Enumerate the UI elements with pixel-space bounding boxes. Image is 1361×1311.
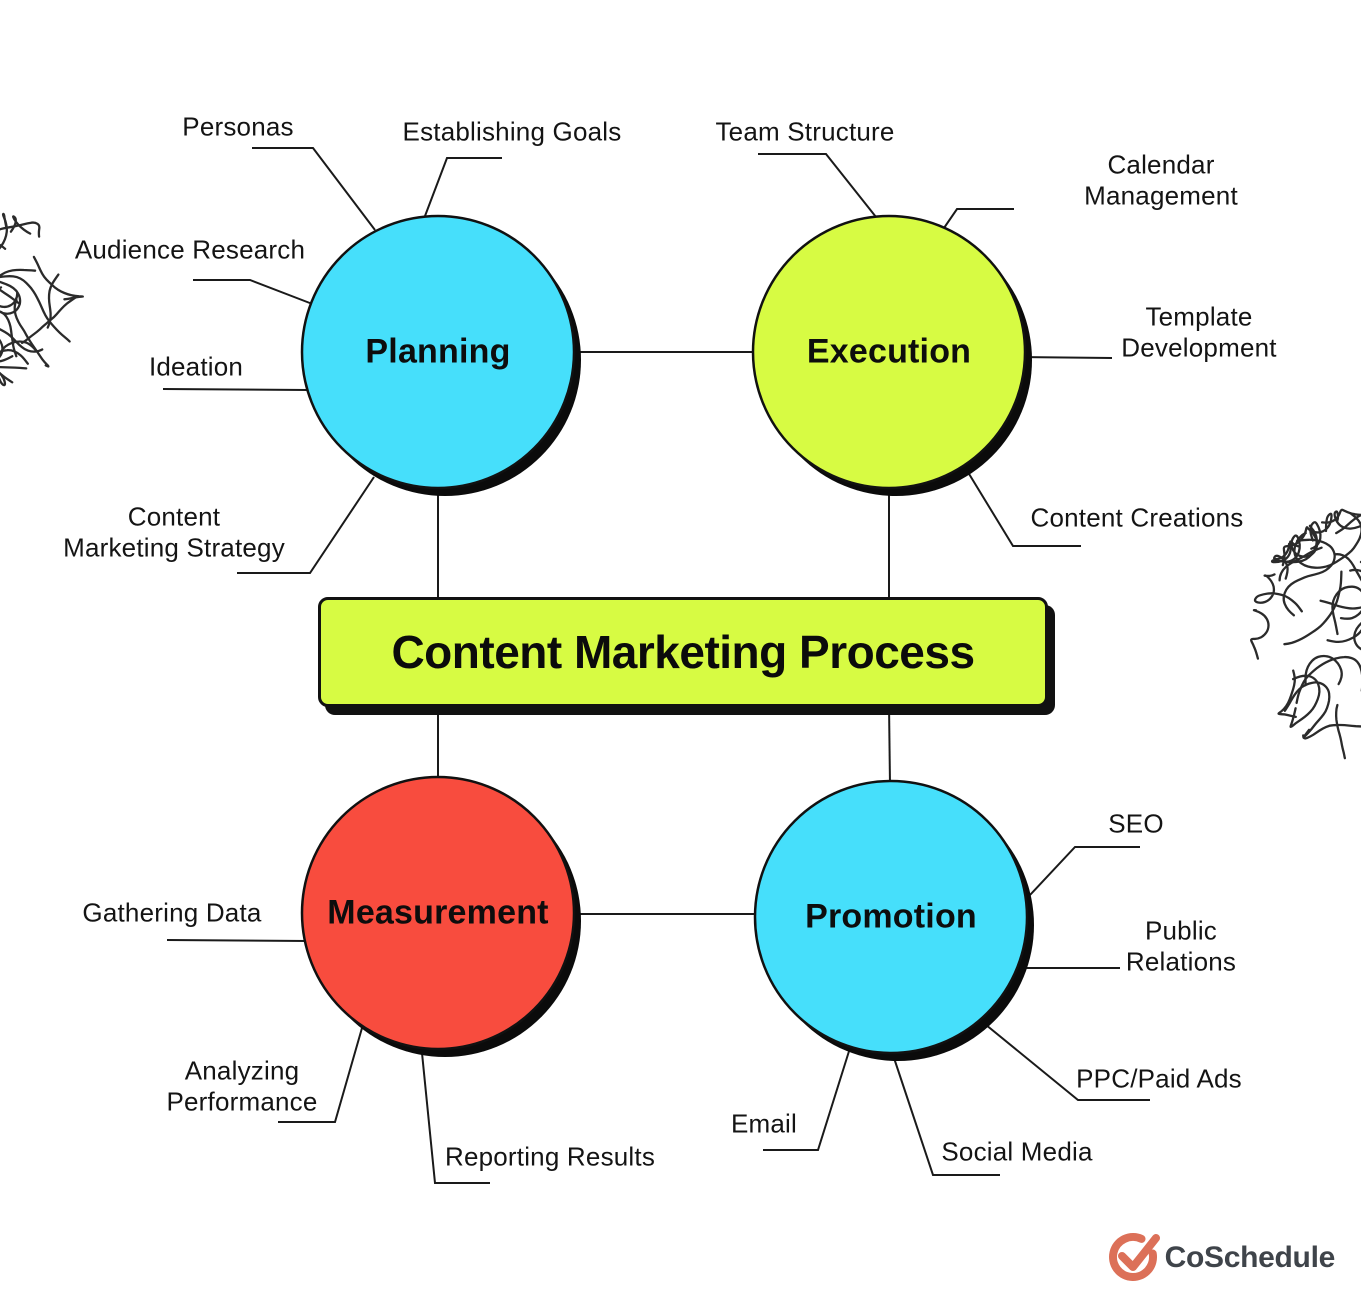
execution-circle — [751, 214, 1027, 490]
callout-line-establishing-goals — [424, 157, 502, 217]
connector-titlebox-promotion — [888, 703, 891, 786]
callout-line-ppc-paid-ads — [979, 1019, 1150, 1101]
label-seo: SEO — [1108, 808, 1164, 839]
label-establishing-goals: Establishing Goals — [402, 116, 622, 147]
planning-circle — [300, 214, 576, 490]
turing-pattern-decoration-left — [0, 212, 84, 387]
callout-line-ideation — [162, 388, 309, 391]
planning-node-title: Planning — [365, 332, 511, 371]
turing-pattern-decoration-right — [1250, 503, 1361, 760]
callout-line-gathering-data — [166, 939, 309, 942]
promotion-node-title: Promotion — [805, 897, 977, 936]
callout-line-social-media — [892, 1054, 1000, 1176]
callout-line-seo — [1029, 846, 1140, 896]
label-audience-research: Audience Research — [74, 234, 306, 265]
label-public-relations: Public Relations — [1125, 915, 1237, 976]
callout-line-content-marketing-strategy — [237, 476, 375, 574]
label-template-development: Template Development — [1121, 301, 1277, 362]
title-box: Content Marketing Process — [318, 597, 1048, 707]
coschedule-logo-icon — [1109, 1233, 1160, 1281]
main-connectors — [437, 351, 891, 915]
logo-icon-spacer — [1105, 1230, 1155, 1286]
callout-line-team-structure — [758, 153, 877, 218]
execution-node-title: Execution — [806, 332, 972, 371]
label-personas: Personas — [182, 111, 294, 142]
measurement-circle — [300, 775, 576, 1051]
label-ideation: Ideation — [148, 351, 244, 382]
label-analyzing-performance: Analyzing Performance — [166, 1055, 318, 1116]
callout-lines — [162, 147, 1150, 1184]
label-gathering-data: Gathering Data — [82, 897, 262, 928]
label-calendar-management: Calendar Management — [1084, 149, 1238, 210]
label-reporting-results: Reporting Results — [444, 1141, 656, 1172]
label-team-structure: Team Structure — [715, 116, 895, 147]
diagram-title: Content Marketing Process — [391, 626, 975, 678]
coschedule-logo-text: CoSchedule — [1164, 1241, 1336, 1274]
label-ppc-paid-ads: PPC/Paid Ads — [1076, 1063, 1242, 1094]
callout-line-analyzing-performance — [278, 1027, 363, 1123]
label-content-creations: Content Creations — [1030, 502, 1244, 533]
label-social-media: Social Media — [941, 1136, 1093, 1167]
measurement-node-title: Measurement — [327, 893, 549, 932]
callout-line-personas — [252, 147, 376, 231]
logo-checkmark-icon — [1118, 1234, 1160, 1271]
callout-line-audience-research — [193, 279, 316, 306]
callout-line-email — [763, 1047, 851, 1151]
callout-line-reporting-results — [421, 1052, 490, 1184]
promotion-circle — [753, 779, 1029, 1055]
label-email: Email — [730, 1108, 798, 1139]
logo-ring — [1109, 1233, 1157, 1281]
coschedule-logo: CoSchedule — [1105, 1230, 1336, 1286]
node-circles — [300, 214, 1034, 1061]
label-content-marketing-strategy: Content Marketing Strategy — [63, 501, 285, 562]
callout-line-content-creations — [962, 463, 1081, 547]
